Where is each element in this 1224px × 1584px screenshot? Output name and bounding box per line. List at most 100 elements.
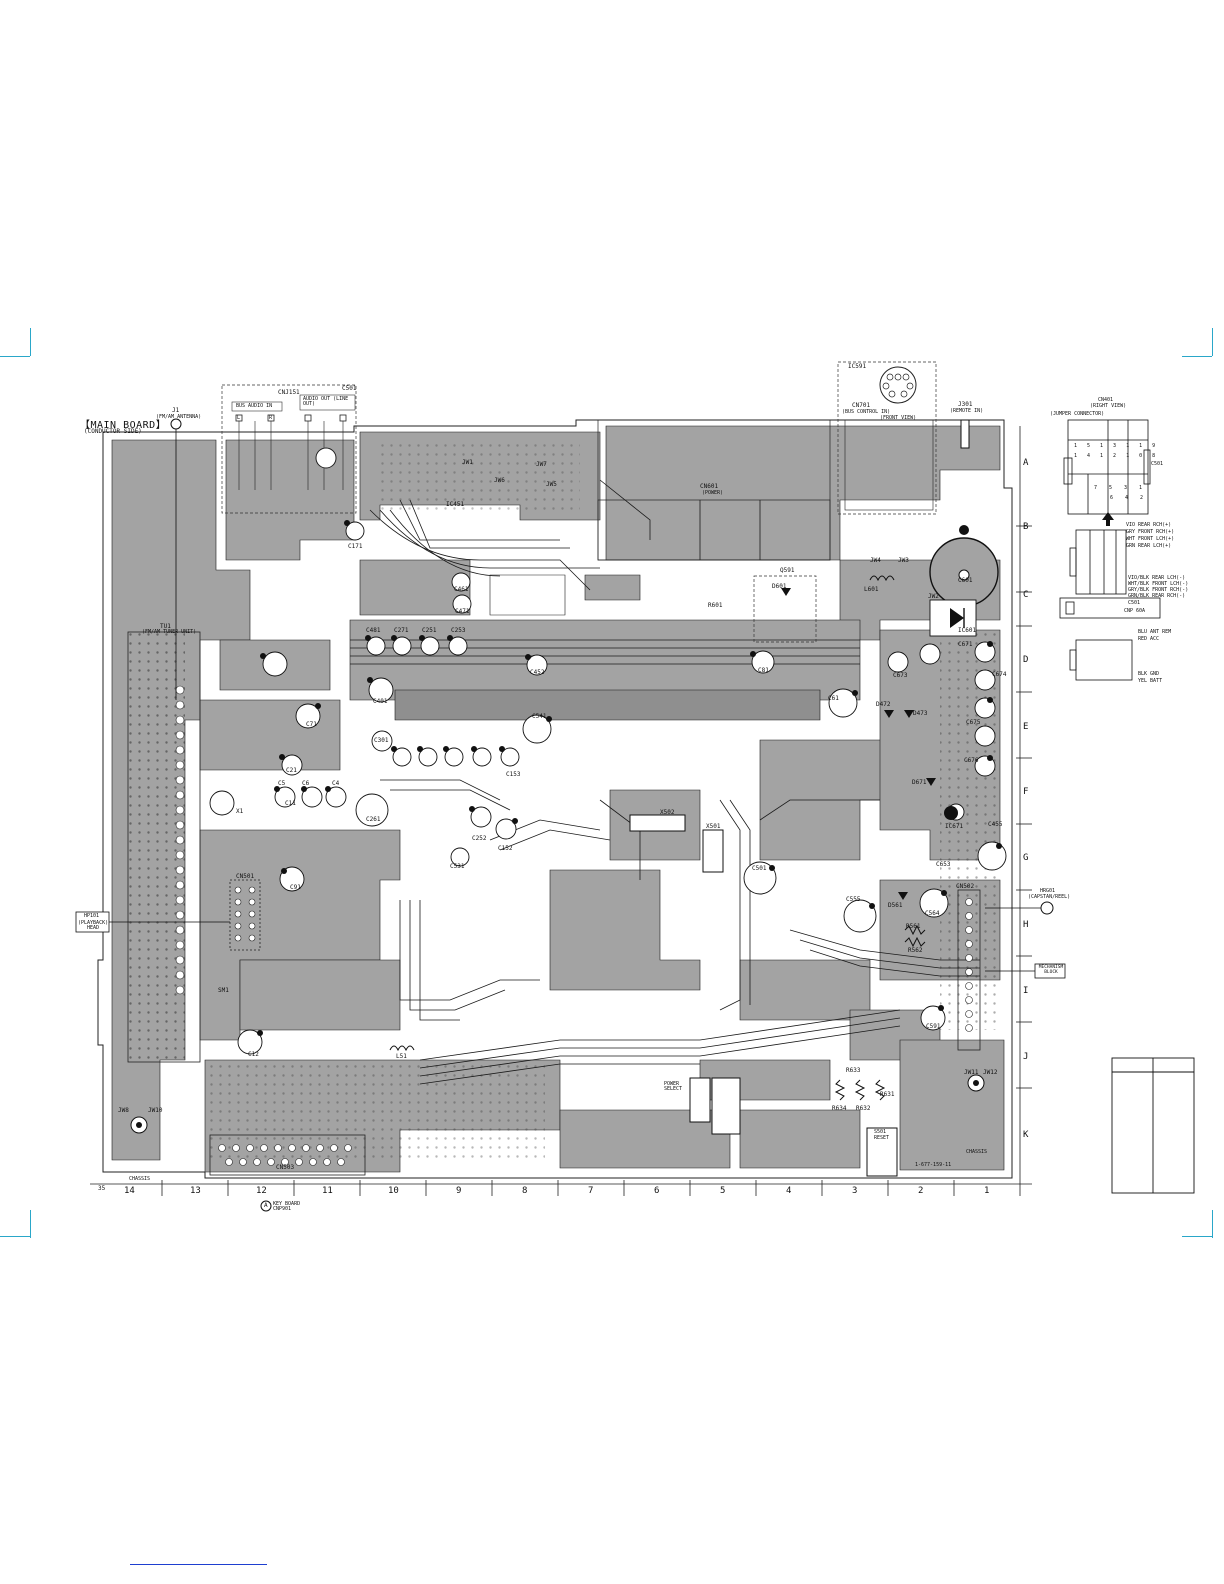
- legend-pwr-3: BLK GND: [1138, 671, 1160, 677]
- crop-mark-top-right-v: [1212, 328, 1213, 356]
- c4-label: C4: [332, 780, 340, 787]
- c471-label: C471: [455, 608, 470, 615]
- power-select-switch: [689, 1077, 711, 1123]
- mechanism-label: MECHANISM BLOCK: [1038, 965, 1064, 975]
- capacitor-polarity-dots: [257, 520, 1002, 1036]
- legend-power-plug: [1069, 639, 1133, 681]
- legend-wire-1: VIO REAR RCH(+): [1126, 522, 1172, 528]
- x1-label: X1: [236, 808, 244, 815]
- col-label-10: 10: [388, 1186, 399, 1196]
- cn503-header: [209, 1134, 366, 1176]
- antenna-jack-j1: [170, 418, 182, 430]
- d561-label: D561: [888, 902, 903, 909]
- r561-label: R561: [906, 923, 921, 930]
- c555-label: C555: [846, 896, 861, 903]
- tu1-label: TU1: [160, 623, 171, 630]
- row-label-e: E: [1023, 722, 1029, 732]
- legend-c501-plug: [1059, 597, 1161, 619]
- ic671-label: IC671: [945, 823, 964, 830]
- cn502-label: CN502: [956, 883, 975, 890]
- legend-cn401: [1063, 419, 1151, 515]
- legend-pin-row1: 1513119: [1074, 443, 1166, 449]
- row-label-i: I: [1023, 986, 1029, 996]
- board-code-label: 1-677-159-11: [915, 1162, 952, 1168]
- hp101-desc: (PLAYBACK) HEAD: [78, 920, 109, 931]
- x501-label: X501: [706, 823, 721, 830]
- chassis-left-label: CHASSIS: [129, 1176, 151, 1182]
- d472-label: D472: [876, 701, 891, 708]
- c501-top-label: C501: [342, 385, 357, 392]
- q591-label: Q591: [780, 567, 795, 574]
- key-board-label: KEY BOARD CNP901: [273, 1201, 301, 1212]
- col-label-5: 5: [720, 1186, 726, 1196]
- ic451-label: IC451: [446, 501, 465, 508]
- cnj151-box: [221, 384, 357, 514]
- legend-pin-row2: 1412108: [1074, 453, 1166, 459]
- s501-label: S501: [874, 1129, 887, 1135]
- row-label-j: J: [1023, 1052, 1029, 1062]
- legend-jumper: (JUMPER CONNECTOR): [1050, 411, 1105, 417]
- c501c-label: C501: [752, 865, 767, 872]
- cn701-label: CN701: [852, 402, 871, 409]
- legend-wire-5: VIO/BLK REAR LCH(-): [1128, 575, 1186, 581]
- col-label-8: 8: [522, 1186, 528, 1196]
- col-label-6: 6: [654, 1186, 660, 1196]
- c251-label: C251: [422, 627, 437, 634]
- c171-label: C171: [348, 543, 363, 550]
- c591-label: C591: [926, 1023, 941, 1030]
- row-label-d: D: [1023, 655, 1029, 665]
- col-label-1: 1: [984, 1186, 990, 1196]
- cnj151-r-label: R: [269, 415, 273, 421]
- col-label-7: 7: [588, 1186, 594, 1196]
- c12-label: C12: [248, 1051, 259, 1058]
- crop-mark-top-right-h: [1182, 356, 1212, 357]
- c455-label: C455: [988, 821, 1003, 828]
- legend-wire-6: WHT/BLK FRONT LCH(-): [1128, 581, 1189, 587]
- crystal-x501: [702, 829, 724, 873]
- d473-label: D473: [913, 710, 928, 717]
- c81-label: C81: [758, 667, 769, 674]
- col-label-4: 4: [786, 1186, 792, 1196]
- c6-label: C6: [302, 780, 310, 787]
- hp101-label: HP101: [84, 913, 100, 919]
- reset-label: RESET: [874, 1135, 890, 1141]
- legend-cnp-label: C501: [1128, 600, 1141, 606]
- crop-mark-bottom-left-h: [0, 1236, 30, 1237]
- row-label-b: B: [1023, 522, 1029, 532]
- crystal-x502: [629, 814, 686, 832]
- reset-switch: [866, 1127, 898, 1177]
- row-label-h: H: [1023, 920, 1029, 930]
- board-outline: [97, 419, 1013, 1179]
- cn601-desc: (POWER): [702, 490, 724, 496]
- c671-label: C671: [958, 641, 973, 648]
- jw11-label: JW11: [964, 1069, 979, 1076]
- c261-label: C261: [366, 816, 381, 823]
- col-label-12: 12: [256, 1186, 267, 1196]
- jw8-label: JW8: [118, 1107, 129, 1114]
- signal-traces: [350, 479, 980, 1085]
- legend-wire-2: GRY FRONT RCH(+): [1126, 529, 1175, 535]
- jw7-label: JW7: [536, 461, 547, 468]
- c5-label: C5: [278, 780, 286, 787]
- arrow-up-icon: [1102, 512, 1114, 526]
- c676-label: C676: [964, 757, 979, 764]
- r601-label: R601: [708, 602, 723, 609]
- c91-label: C91: [290, 884, 301, 891]
- jw1-label: JW1: [462, 459, 473, 466]
- bottom-link-underline[interactable]: [130, 1564, 267, 1565]
- legend-wire-7: GRY/BLK FRONT RCH(-): [1128, 587, 1189, 593]
- cn601-label: CN601: [700, 483, 719, 490]
- j1-desc: (FM/AM ANTENNA): [156, 414, 202, 420]
- crop-mark-bottom-left-v: [30, 1210, 31, 1238]
- legend-cn401-title: CN401: [1098, 397, 1114, 403]
- row-label-k: K: [1023, 1130, 1029, 1140]
- tuner-pins: [175, 685, 185, 995]
- r633-label: R633: [846, 1067, 861, 1074]
- x502-label: X502: [660, 809, 675, 816]
- crop-mark-bottom-right-h: [1182, 1236, 1212, 1237]
- c541-label: C541: [532, 713, 547, 720]
- c253-label: C253: [451, 627, 466, 634]
- j301-label: J301: [958, 401, 973, 408]
- legend-wire-4: GRN REAR LCH(+): [1126, 543, 1172, 549]
